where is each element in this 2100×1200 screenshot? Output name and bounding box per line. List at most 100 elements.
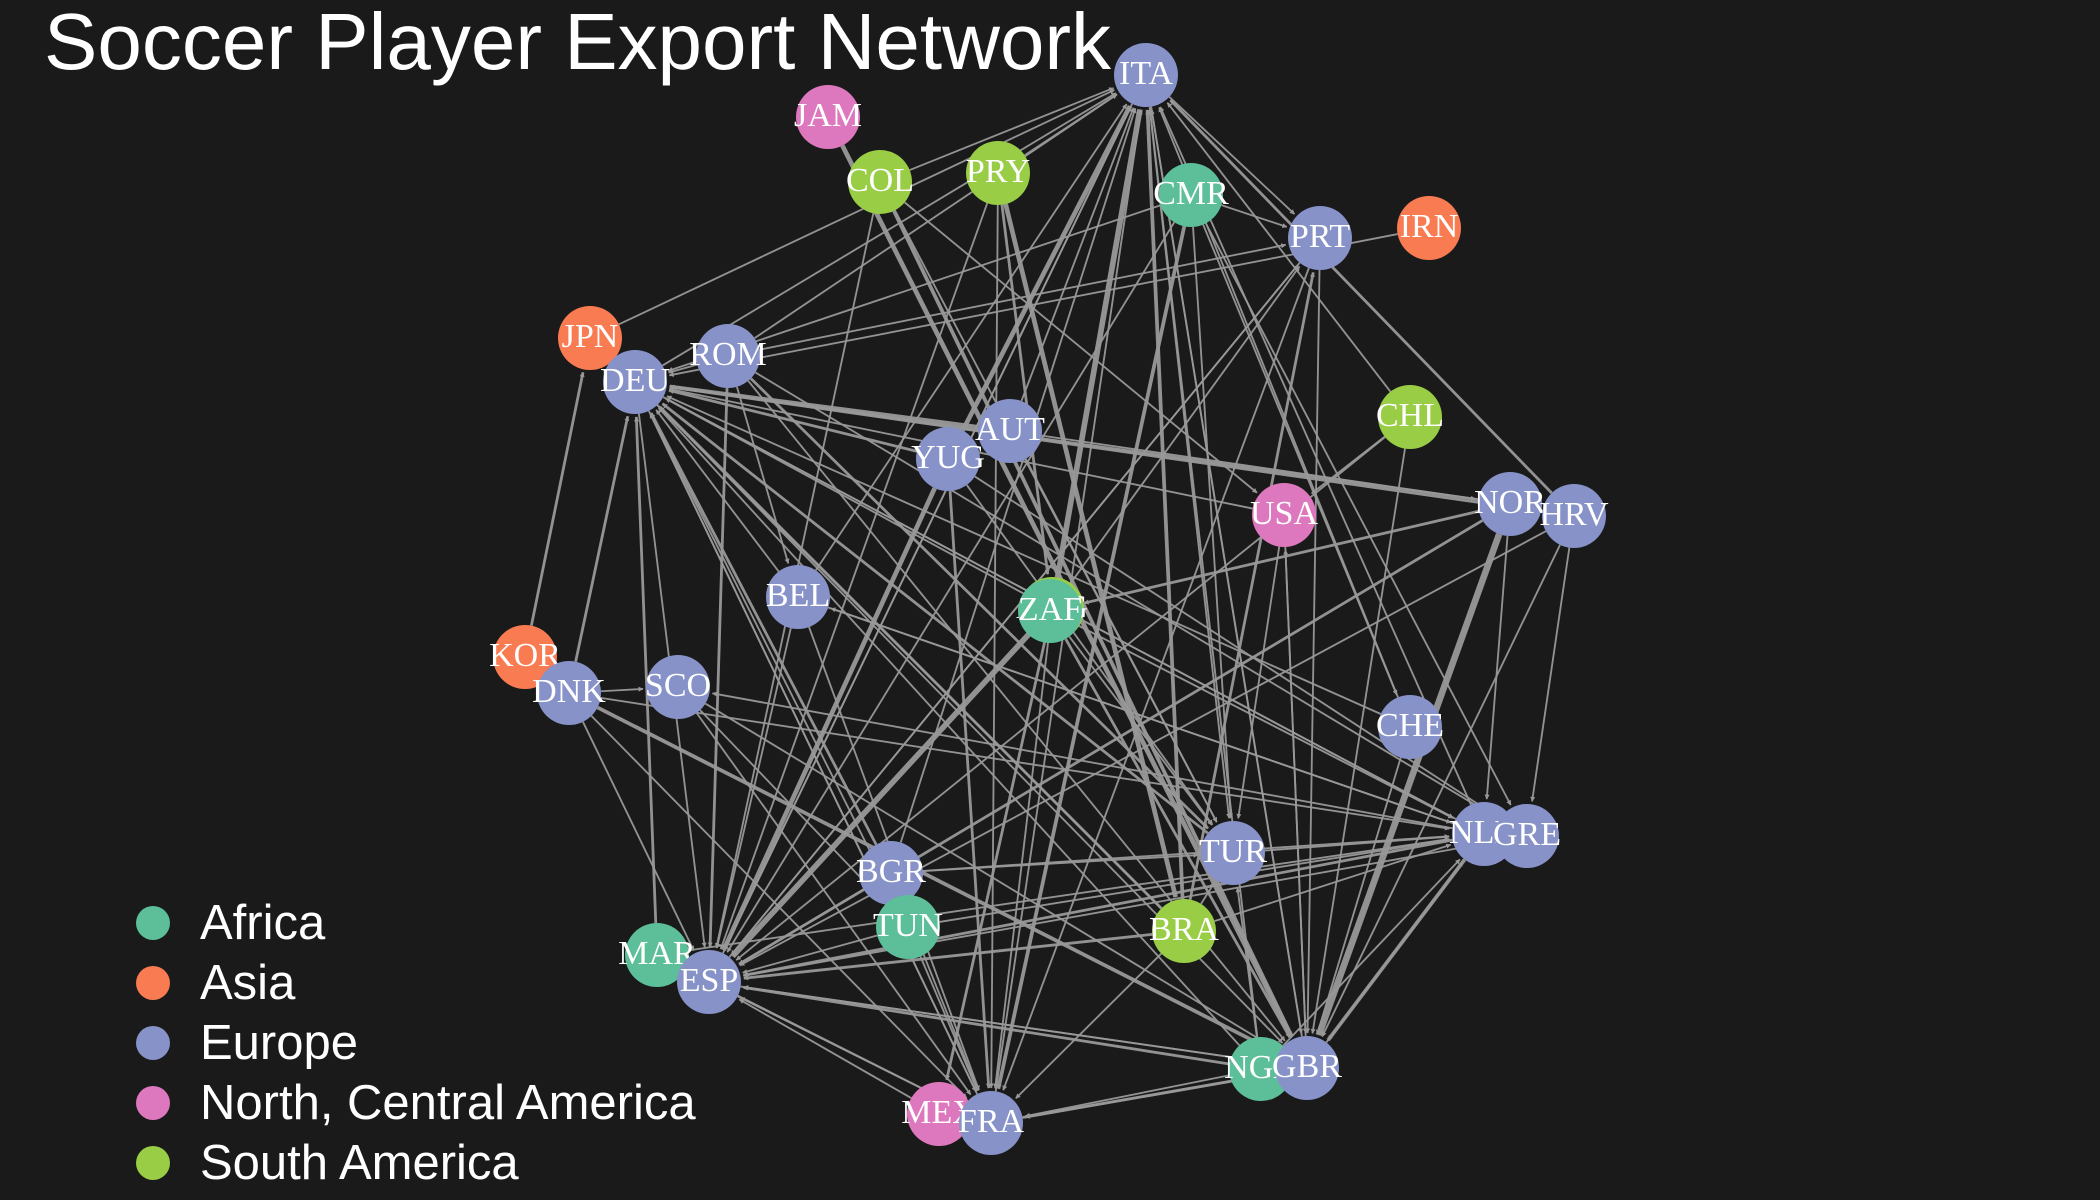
node-yug[interactable]: YUG xyxy=(911,427,985,491)
node-circle xyxy=(959,1091,1023,1155)
edge-nld-gbr xyxy=(1326,858,1467,1042)
edge-esp-gbr xyxy=(740,985,1273,1065)
node-chl[interactable]: CHL xyxy=(1376,385,1444,449)
node-fra[interactable]: FRA xyxy=(958,1091,1025,1155)
legend-label: Africa xyxy=(200,896,326,950)
node-label: FRA xyxy=(958,1103,1025,1140)
edge-rom-prt xyxy=(759,243,1287,351)
edge-aut-ita xyxy=(1020,107,1135,402)
node-circle xyxy=(1275,1036,1339,1100)
legend-label: North, Central America xyxy=(200,1076,696,1130)
legend: Africa Asia Europe North, Central Americ… xyxy=(130,893,696,1193)
edge-pry-fra xyxy=(988,204,999,1089)
edge-sco-gbr xyxy=(704,702,1278,1051)
node-circle xyxy=(696,324,760,388)
legend-item-africa: Africa xyxy=(130,893,696,953)
edge-zaf-gbr xyxy=(1064,638,1292,1039)
edge-rom-gre xyxy=(754,371,1498,819)
node-irn[interactable]: IRN xyxy=(1397,196,1461,260)
node-label: GRE xyxy=(1493,816,1561,853)
edge-bra-prt xyxy=(1188,271,1315,900)
legend-swatch xyxy=(136,966,170,1000)
edge-cmr-fra xyxy=(996,225,1187,1090)
edge-dnk-gbr xyxy=(596,705,1277,1054)
node-circle xyxy=(1288,206,1352,270)
edge-aut-nor xyxy=(1041,434,1476,501)
edge-bra-esp xyxy=(743,933,1153,981)
node-pry[interactable]: PRY xyxy=(966,141,1030,205)
node-nga[interactable]: NGA xyxy=(1224,1037,1298,1101)
edge-prt-esp xyxy=(730,262,1301,956)
node-label: CHL xyxy=(1376,397,1444,434)
edge-rom-bel xyxy=(736,386,790,564)
legend-swatch xyxy=(136,906,170,940)
node-tun[interactable]: TUN xyxy=(873,895,943,959)
edge-nga-deu xyxy=(657,407,1241,1046)
node-gbr[interactable]: GBR xyxy=(1272,1036,1342,1100)
node-che[interactable]: CHE xyxy=(1376,695,1444,759)
node-label: COL xyxy=(846,162,914,199)
edge-tun-nld xyxy=(939,837,1450,923)
node-circle xyxy=(848,150,912,214)
node-label: PRT xyxy=(1290,218,1351,255)
node-deu[interactable]: DEU xyxy=(600,350,670,414)
node-usa[interactable]: USA xyxy=(1250,483,1318,547)
edge-bgr-esp xyxy=(738,888,865,965)
node-cmr[interactable]: CMR xyxy=(1153,163,1229,227)
legend-item-asia: Asia xyxy=(130,953,696,1013)
node-circle xyxy=(1114,43,1178,107)
node-aut[interactable]: AUT xyxy=(975,399,1045,463)
node-tur[interactable]: TUR xyxy=(1199,821,1267,885)
node-circle xyxy=(1229,1037,1293,1101)
legend-swatch xyxy=(136,1086,170,1120)
legend-label: Asia xyxy=(200,956,296,1010)
node-label: BEL xyxy=(766,577,830,614)
edge-fra-gbr xyxy=(1022,1072,1274,1119)
node-circle xyxy=(625,923,689,987)
node-jam[interactable]: JAM xyxy=(794,85,862,149)
edge-yug-fra xyxy=(948,490,991,1089)
edge-col-ita xyxy=(909,87,1114,171)
edge-nor-nld xyxy=(1484,535,1509,800)
edge-chl-gbr xyxy=(1310,448,1406,1034)
node-circle xyxy=(1018,579,1082,643)
node-circle xyxy=(1542,484,1606,548)
node-circle xyxy=(1252,483,1316,547)
node-bel[interactable]: BEL xyxy=(766,565,830,629)
node-jpn[interactable]: JPN xyxy=(558,306,622,370)
edge-mar-nld xyxy=(688,837,1450,952)
node-kor[interactable]: KOR xyxy=(489,625,561,689)
node-bgr[interactable]: BGR xyxy=(856,841,926,905)
node-esp[interactable]: ESP xyxy=(677,950,741,1014)
edge-chl-ita xyxy=(1166,102,1392,393)
node-label: TUN xyxy=(873,907,943,944)
node-ita[interactable]: ITA xyxy=(1114,43,1178,107)
node-zaf[interactable]: ZAF xyxy=(1018,579,1082,643)
edge-tur-deu xyxy=(661,402,1209,835)
node-dnk[interactable]: DNK xyxy=(532,661,606,725)
edge-zaf-nld xyxy=(1078,624,1454,819)
edge-nor-zaf xyxy=(1083,509,1480,605)
node-gre[interactable]: GRE xyxy=(1493,804,1561,868)
node-label: CMR xyxy=(1153,175,1229,212)
node-nor[interactable]: NOR xyxy=(1474,472,1546,536)
edge-zaf-tur xyxy=(1068,635,1213,826)
node-rom[interactable]: ROM xyxy=(689,324,767,388)
edge-rom-ita xyxy=(754,93,1118,339)
node-circle xyxy=(766,565,830,629)
edge-prt-gbr xyxy=(1305,269,1321,1034)
edge-nga-nld xyxy=(1282,858,1461,1047)
node-bra[interactable]: BRA xyxy=(1149,899,1219,963)
node-label: JAM xyxy=(794,97,862,134)
node-prt[interactable]: PRT xyxy=(1288,206,1352,270)
node-sco[interactable]: SCO xyxy=(645,655,711,719)
node-hrv[interactable]: HRV xyxy=(1539,484,1609,548)
node-label: ITA xyxy=(1119,55,1173,92)
edge-nld-sco xyxy=(711,691,1453,830)
edge-ita-esp xyxy=(723,103,1133,951)
edge-che-gbr xyxy=(1316,757,1402,1035)
node-label: ROM xyxy=(689,336,766,373)
edge-col-usa xyxy=(904,201,1258,494)
node-col[interactable]: COL xyxy=(846,150,914,214)
